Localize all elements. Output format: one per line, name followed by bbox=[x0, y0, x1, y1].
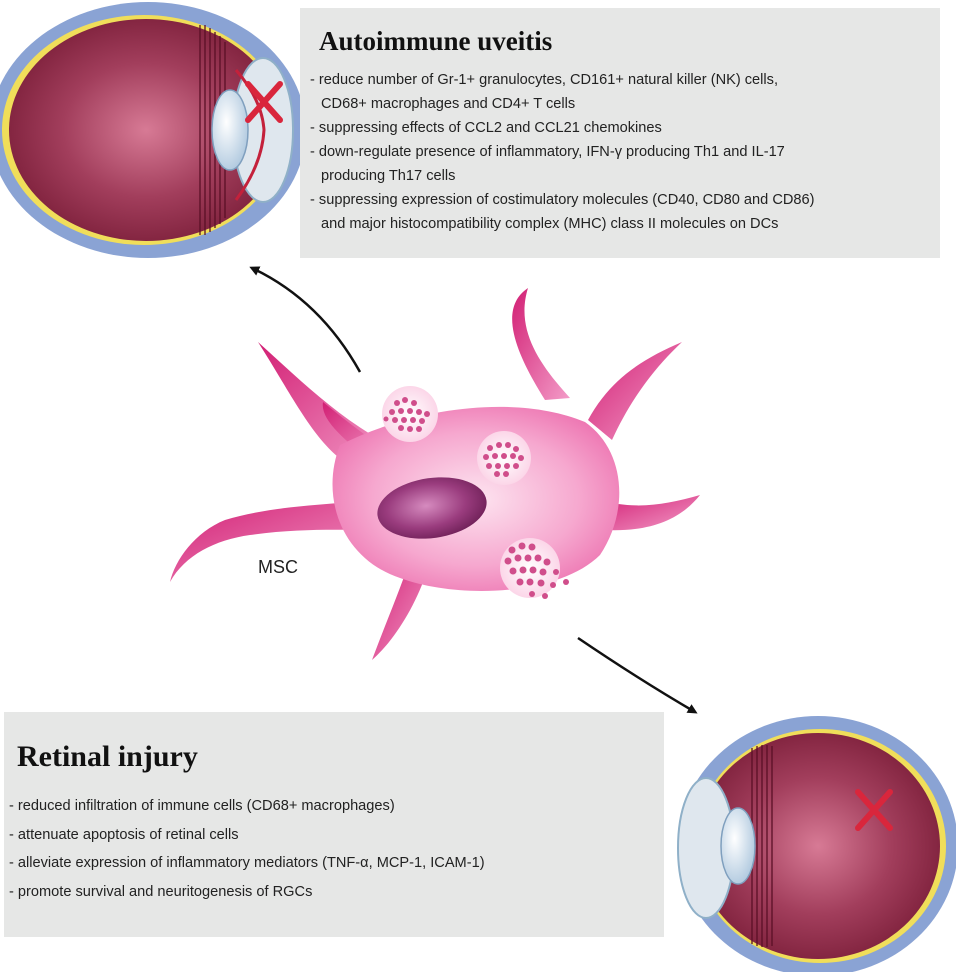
arrow-to-retinal-injury bbox=[578, 638, 695, 712]
list-item: - reduce number of Gr-1+ granulocytes, C… bbox=[310, 68, 935, 116]
list-item: - promote survival and neuritogenesis of… bbox=[9, 878, 659, 907]
retinal-injury-panel: Retinal injury - reduced infiltration of… bbox=[4, 712, 664, 937]
eye-bottom-right bbox=[678, 716, 956, 972]
msc-label: MSC bbox=[258, 557, 298, 578]
list-item-text: - suppressing effects of CCL2 and CCL21 … bbox=[310, 120, 662, 136]
list-item-text: - reduce number of Gr-1+ granulocytes, C… bbox=[310, 72, 778, 88]
list-item-continuation: and major histocompatibility complex (MH… bbox=[310, 212, 935, 236]
panel-title: Retinal injury bbox=[17, 740, 198, 774]
list-item: - suppressing effects of CCL2 and CCL21 … bbox=[310, 116, 935, 140]
autoimmune-uveitis-panel: Autoimmune uveitis - reduce number of Gr… bbox=[300, 8, 940, 258]
list-item: - attenuate apoptosis of retinal cells bbox=[9, 821, 659, 850]
list-item-text: - suppressing expression of costimulator… bbox=[310, 192, 815, 208]
effects-list: - reduced infiltration of immune cells (… bbox=[9, 792, 659, 906]
effects-list: - reduce number of Gr-1+ granulocytes, C… bbox=[310, 68, 935, 236]
eye-top-left bbox=[0, 2, 306, 258]
list-item-continuation: CD68+ macrophages and CD4+ T cells bbox=[310, 92, 935, 116]
list-item: - down-regulate presence of inflammatory… bbox=[310, 140, 935, 188]
msc-cell bbox=[170, 288, 700, 660]
list-item: - reduced infiltration of immune cells (… bbox=[9, 792, 659, 821]
panel-title: Autoimmune uveitis bbox=[319, 26, 552, 57]
list-item: - alleviate expression of inflammatory m… bbox=[9, 849, 659, 878]
list-item-text: - down-regulate presence of inflammatory… bbox=[310, 144, 785, 160]
list-item: - suppressing expression of costimulator… bbox=[310, 188, 935, 236]
list-item-continuation: producing Th17 cells bbox=[310, 164, 935, 188]
